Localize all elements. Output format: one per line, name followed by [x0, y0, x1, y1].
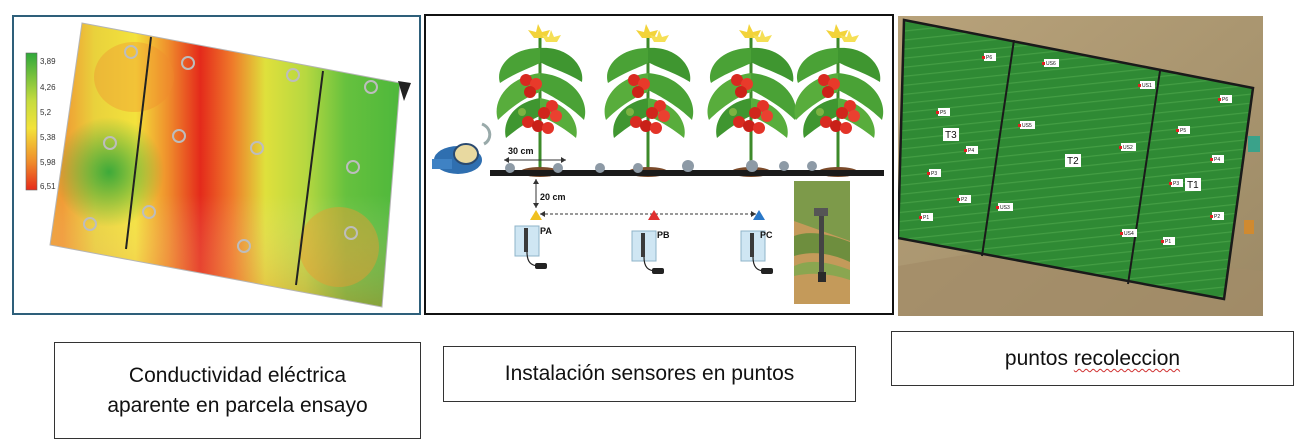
point-label: P3 [931, 171, 937, 177]
marker-pc [753, 210, 765, 220]
spacing-label: 30 cm [508, 146, 534, 156]
point-label: PA [540, 226, 552, 236]
field-photo-inset [794, 181, 850, 304]
point-label: P4 [968, 148, 974, 154]
point-label: US2 [1123, 145, 1133, 151]
point-label: P6 [986, 55, 992, 61]
point-label: P6 [1222, 97, 1228, 103]
caption-conductivity-line1: Conductividad eléctrica [128, 364, 347, 388]
legend-value: 3,89 [40, 57, 56, 66]
marker-pa [530, 210, 542, 220]
point-label: P1 [923, 215, 929, 221]
caption-installation: Instalación sensores en puntos [443, 346, 856, 402]
zone-label-t2: T2 [1067, 156, 1079, 167]
water-meter-icon [432, 122, 492, 174]
point-label: US3 [1000, 205, 1010, 211]
point-label: PC [760, 230, 773, 240]
sensor-installation-panel: 30 cm 20 cm PA PB PC [424, 14, 894, 315]
point-label: P1 [1165, 239, 1171, 245]
zone-label-t3: T3 [945, 130, 957, 141]
depth-label: 20 cm [540, 192, 566, 202]
point-label: US4 [1124, 231, 1134, 237]
point-label: P5 [1180, 128, 1186, 134]
zone-label-t1: T1 [1187, 180, 1199, 191]
conductivity-map-svg: 3,89 4,26 5,2 5,38 5,98 6,51 [25, 22, 411, 308]
point-label: US1 [1142, 83, 1152, 89]
point-label: P4 [1214, 157, 1220, 163]
emitters [505, 160, 817, 173]
caption-collection-points: puntos recoleccion [891, 331, 1294, 386]
caption-conductivity: Conductividad eléctrica aparente en parc… [54, 342, 421, 439]
ec-legend: 3,89 4,26 5,2 5,38 5,98 6,51 [25, 52, 56, 191]
point-label: PB [657, 230, 670, 240]
conductivity-map-panel: 3,89 4,26 5,2 5,38 5,98 6,51 [12, 15, 421, 315]
point-label: US6 [1046, 61, 1056, 67]
zone-labels: T3 T2 T1 [943, 128, 1201, 191]
aerial-map-panel: P6 US6 US1 P6 P5 US5 P5 P4 US2 P4 P3 P3 … [898, 16, 1263, 316]
legend-value: 5,98 [40, 158, 56, 167]
marker-pb [648, 210, 660, 220]
legend-value: 5,38 [40, 133, 56, 142]
point-label: US5 [1022, 123, 1032, 129]
sampling-point-labels: P6 US6 US1 P6 P5 US5 P5 P4 US2 P4 P3 P3 … [919, 53, 1232, 245]
caption-conductivity-line2: aparente en parcela ensayo [107, 393, 368, 417]
caption-points-word2: recoleccion [1073, 346, 1181, 370]
point-label: P2 [1214, 214, 1220, 220]
legend-value: 4,26 [40, 83, 56, 92]
point-label: P2 [961, 197, 967, 203]
sample-point-markers [83, 45, 378, 253]
point-label: P5 [940, 110, 946, 116]
point-label: P3 [1173, 181, 1179, 187]
caption-points-word1: puntos [1004, 346, 1068, 370]
aerial-map-svg: P6 US6 US1 P6 P5 US5 P5 P4 US2 P4 P3 P3 … [898, 16, 1263, 316]
sensor-diagram-svg: 30 cm 20 cm PA PB PC [432, 22, 885, 304]
caption-installation-text: Instalación sensores en puntos [504, 362, 795, 386]
legend-value: 5,2 [40, 108, 52, 117]
legend-value: 6,51 [40, 182, 56, 191]
